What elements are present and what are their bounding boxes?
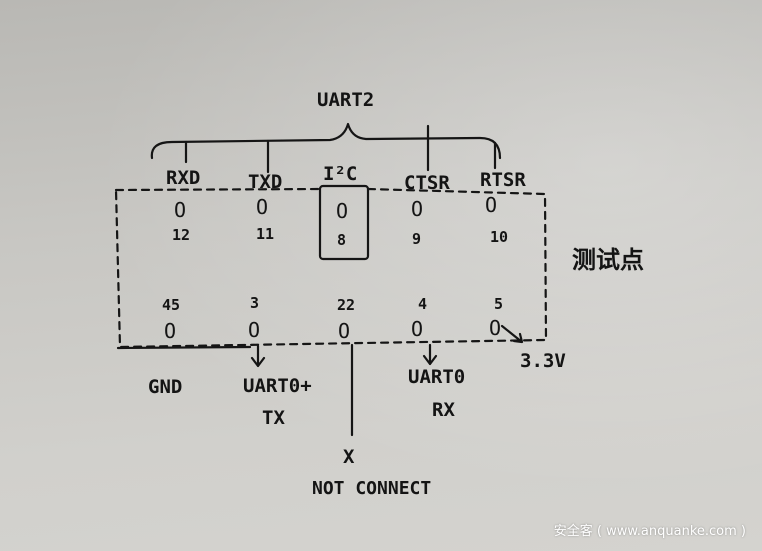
bottom-num-2: 3 [250,294,259,312]
uart0-rx-arrow [422,343,438,366]
bottom-pin-3: O [338,319,350,343]
testpoint-outline [114,187,548,349]
bottom-pin-1: O [164,319,176,343]
tx-label: TX [262,407,285,429]
uart2-brace [150,122,502,160]
top-num-4: 9 [412,230,421,248]
bottom-num-3: 22 [337,296,355,314]
top-num-3: 8 [337,231,346,249]
rx-label: RX [432,399,455,421]
voltage-label: 3.3V [520,350,566,372]
gnd-line [116,345,252,350]
bottom-num-4: 4 [418,295,427,313]
bottom-num-1: 45 [162,296,180,314]
top-pin-2: O [256,195,268,219]
uart2-label: UART2 [317,89,374,111]
top-pin-5: O [485,193,497,217]
bottom-pin-2: O [248,318,260,342]
bottom-num-5: 5 [494,295,503,313]
top-num-5: 10 [490,228,508,246]
ctsr-label: CTSR [404,172,450,194]
rxd-label: RXD [166,167,200,189]
voltage-arrow [500,324,524,344]
watermark-text: 安全客 ( www.anquanke.com ) [553,524,746,539]
top-pin-3: O [336,199,348,223]
uart0-tx-label: UART0+ [243,375,312,397]
uart0-rx-label: UART0 [408,366,465,388]
gnd-label: GND [148,376,182,398]
rtsr-label: RTSR [480,169,526,191]
top-num-1: 12 [172,226,190,244]
top-pin-4: O [411,197,423,221]
not-connect-label: NOT CONNECT [312,478,431,499]
bottom-pin-4: O [411,317,423,341]
uart0-tx-arrow [250,344,266,368]
test-points-label: 测试点 [572,246,644,274]
top-num-2: 11 [256,225,274,243]
nc-mark: X [343,446,355,468]
i2c-label: I²C [323,163,357,185]
bottom-pin-5: O [489,316,501,340]
top-pin-1: O [174,198,186,222]
txd-label: TXD [248,171,282,193]
i2c-box [318,184,370,261]
